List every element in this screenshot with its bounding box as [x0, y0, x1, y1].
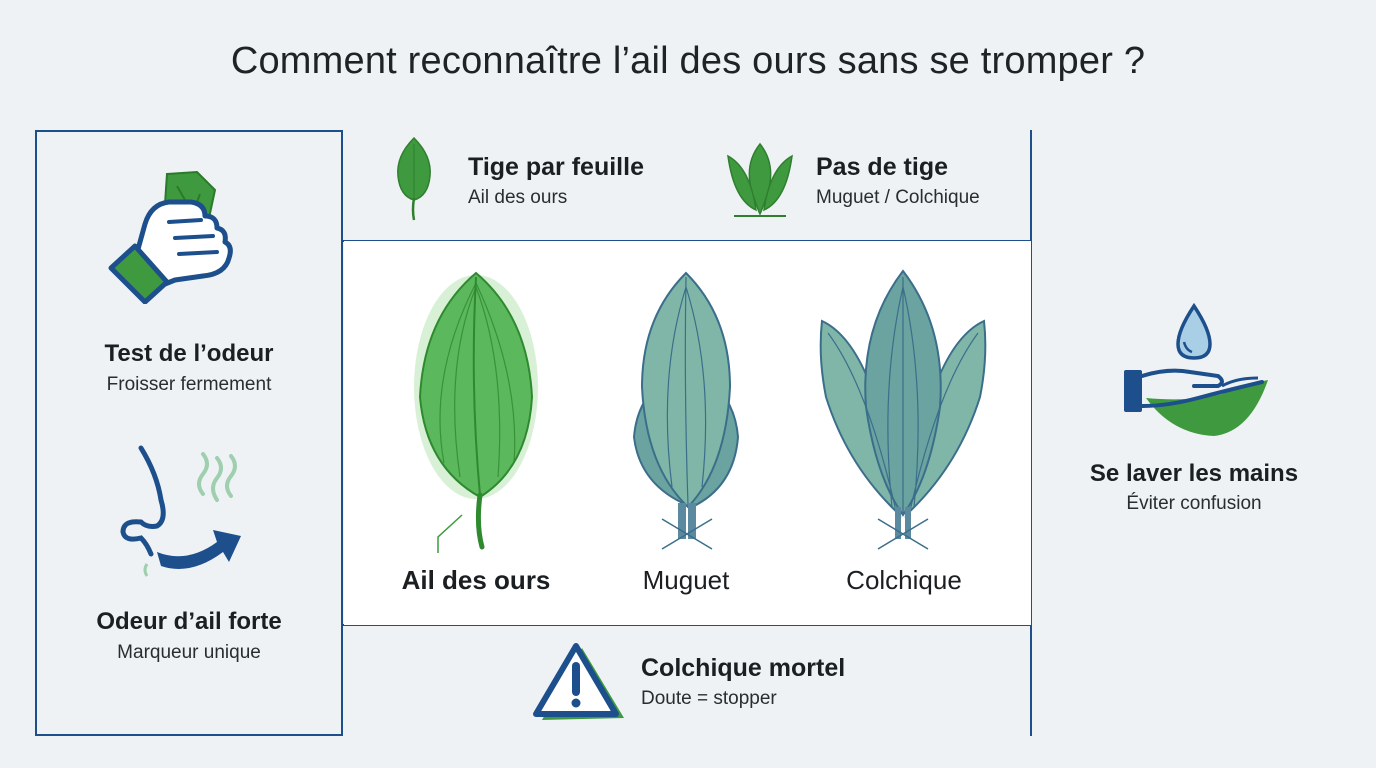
page-title: Comment reconnaître l’ail des ours sans … [230, 40, 1146, 82]
divider-bottom [343, 624, 1032, 626]
hand-washing-icon [1118, 302, 1270, 442]
plant-label-wild-garlic: Ail des ours [401, 565, 551, 595]
plant-label-muguet: Muguet [642, 565, 730, 595]
wash-hands-title: Se laver les mains [1089, 460, 1299, 487]
garlic-smell-title: Odeur d’ail forte [96, 608, 282, 635]
divider-right [1030, 130, 1032, 736]
warning-title: Colchique mortel [641, 654, 846, 682]
garlic-smell-subtitle: Marqueur unique [117, 642, 261, 663]
plant-label-colchique: Colchique [846, 565, 962, 595]
wash-hands-subtitle: Éviter confusion [1126, 493, 1262, 514]
leaf-cluster-icon [722, 140, 798, 220]
single-leaf-stem-icon [392, 136, 436, 224]
stem-title: Tige par feuille [468, 153, 644, 181]
warning-triangle-icon [532, 640, 628, 724]
nose-smelling-icon [117, 444, 257, 584]
lily-of-the-valley-leaf-icon [626, 267, 746, 553]
smell-test-title: Test de l’odeur [104, 340, 274, 367]
smell-test-subtitle: Froisser fermement [106, 374, 272, 395]
warning-subtitle: Doute = stopper [641, 688, 777, 709]
no-stem-subtitle: Muguet / Colchique [816, 187, 980, 208]
crushing-leaf-hand-icon [105, 164, 245, 305]
comparison-panel: Ail des ours Muguet Colchique [344, 241, 1031, 625]
stem-subtitle: Ail des ours [468, 187, 568, 208]
wild-garlic-leaf-icon [410, 267, 540, 557]
no-stem-title: Pas de tige [816, 153, 948, 181]
smell-panel: Test de l’odeur Froisser fermement Odeur… [35, 130, 343, 736]
colchicum-leaf-icon [818, 267, 988, 553]
